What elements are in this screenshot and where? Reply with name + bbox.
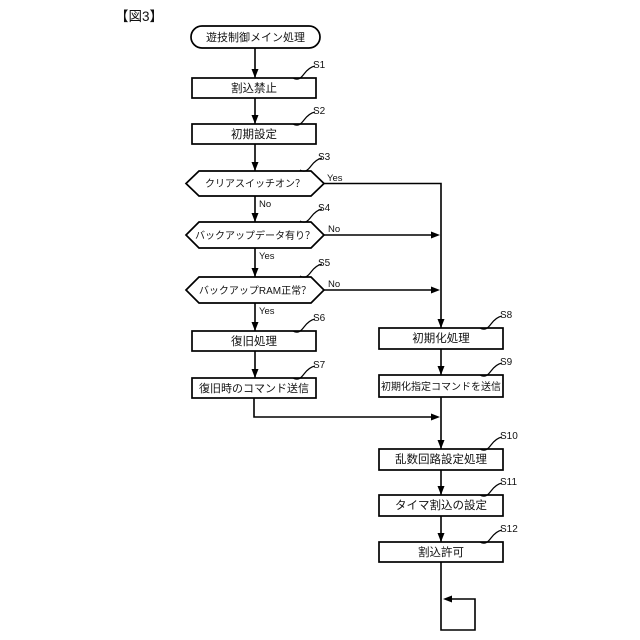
step-tag-s5: S5: [299, 258, 331, 278]
step-tag-s3: S3: [299, 152, 331, 172]
step-tag-squiggle: [479, 436, 503, 451]
step-tag-squiggle: [292, 365, 316, 380]
process-box-s7: [191, 377, 317, 399]
branch-label-s5-no: No: [328, 279, 340, 290]
arrowhead-s11-s12: [437, 533, 445, 542]
edge-s3-yes-s8: [324, 182, 442, 328]
terminal-start-label: 遊技制御メイン処理: [206, 30, 305, 44]
decision-label-s3: クリアスイッチオン？: [205, 178, 305, 190]
process-label-s6: 復旧処理: [231, 334, 277, 348]
step-id-s10: S10: [500, 431, 518, 442]
step-tag-s4: S4: [299, 203, 331, 223]
step-tag-squiggle: [292, 318, 316, 333]
arrowhead-yes-s8: [437, 319, 445, 328]
step-id-s12: S12: [500, 524, 518, 535]
step-id-s7: S7: [313, 360, 326, 371]
arrowhead-s5-no: [431, 286, 440, 294]
step-tag-squiggle: [299, 208, 323, 223]
step-tag-squiggle: [479, 529, 503, 544]
edge-s7-merge: [253, 398, 431, 418]
process-label-s12: 割込許可: [418, 545, 464, 559]
decision-hex-s5: [184, 276, 326, 304]
decision-hex-s4: [184, 221, 326, 249]
arrowhead-s10-s11: [437, 486, 445, 495]
step-tag-s1: S1: [292, 60, 326, 80]
step-tag-squiggle: [299, 263, 323, 278]
step-id-s2: S2: [313, 106, 326, 117]
step-tag-s7: S7: [292, 360, 326, 380]
step-tag-squiggle: [479, 315, 503, 330]
arrowhead-s5-s6: [251, 322, 259, 331]
process-label-s9: 初期化指定コマンドを送信: [381, 380, 501, 393]
process-box-s9: [378, 374, 504, 398]
step-tag-s11: S11: [479, 477, 517, 497]
process-label-s8: 初期化処理: [412, 331, 470, 345]
step-id-s4: S4: [318, 203, 331, 214]
arrowhead-s7-merge: [431, 413, 440, 421]
arrowhead-s1-s2: [251, 115, 259, 124]
process-label-s7: 復旧時のコマンド送信: [199, 381, 309, 395]
step-tag-squiggle: [299, 157, 323, 172]
step-id-s11: S11: [500, 477, 517, 488]
arrowhead-loop-back: [443, 595, 452, 603]
step-id-s8: S8: [500, 310, 513, 321]
step-tag-s12: S12: [479, 524, 518, 544]
process-box-s6: [191, 330, 317, 352]
branch-label-s4-yes: Yes: [259, 251, 275, 262]
decision-hex-s3: [184, 170, 326, 197]
arrowhead-s3-s4: [251, 213, 259, 222]
step-tag-squiggle: [479, 362, 503, 377]
step-id-s9: S9: [500, 357, 513, 368]
process-label-s10: 乱数回路設定処理: [395, 452, 487, 466]
process-box-s2: [191, 123, 317, 145]
step-tag-squiggle: [292, 111, 316, 126]
step-id-s6: S6: [313, 313, 326, 324]
process-box-s11: [378, 494, 504, 517]
step-tag-s6: S6: [292, 313, 326, 333]
figure-title: 【図3】: [115, 9, 163, 24]
step-tag-squiggle: [479, 482, 503, 497]
arrowhead-s2-s3: [251, 162, 259, 171]
step-id-s1: S1: [313, 60, 326, 71]
process-label-s2: 初期設定: [231, 127, 277, 141]
process-box-s12: [378, 541, 504, 563]
arrowhead-s6-s7: [251, 369, 259, 378]
step-tag-s10: S10: [479, 431, 518, 451]
process-label-s11: タイマ割込の設定: [395, 498, 487, 512]
decision-label-s5: バックアップRAM正常？: [199, 284, 311, 297]
arrowhead-s9-s10: [437, 440, 445, 449]
arrowhead-s4-no: [431, 231, 440, 239]
step-tag-s9: S9: [479, 357, 513, 377]
terminal-start: [190, 25, 321, 49]
arrowhead-s8-s9: [437, 366, 445, 375]
step-id-s5: S5: [318, 258, 331, 269]
step-tag-s2: S2: [292, 106, 326, 126]
process-label-s1: 割込禁止: [231, 81, 277, 95]
step-tag-squiggle: [292, 65, 316, 80]
branch-label-s3-no: No: [259, 199, 271, 210]
step-id-s3: S3: [318, 152, 331, 163]
process-box-s1: [191, 77, 317, 99]
arrowhead-s4-s5: [251, 268, 259, 277]
edge-loop-back: [440, 562, 476, 631]
branch-label-s5-yes: Yes: [259, 306, 275, 317]
step-tag-s8: S8: [479, 310, 513, 330]
branch-label-s4-no: No: [328, 224, 340, 235]
process-box-s8: [378, 327, 504, 350]
branch-label-s3-yes: Yes: [327, 173, 343, 184]
process-box-s10: [378, 448, 504, 471]
decision-label-s4: バックアップデータ有り？: [195, 229, 315, 242]
arrowhead-start-s1: [251, 69, 259, 78]
